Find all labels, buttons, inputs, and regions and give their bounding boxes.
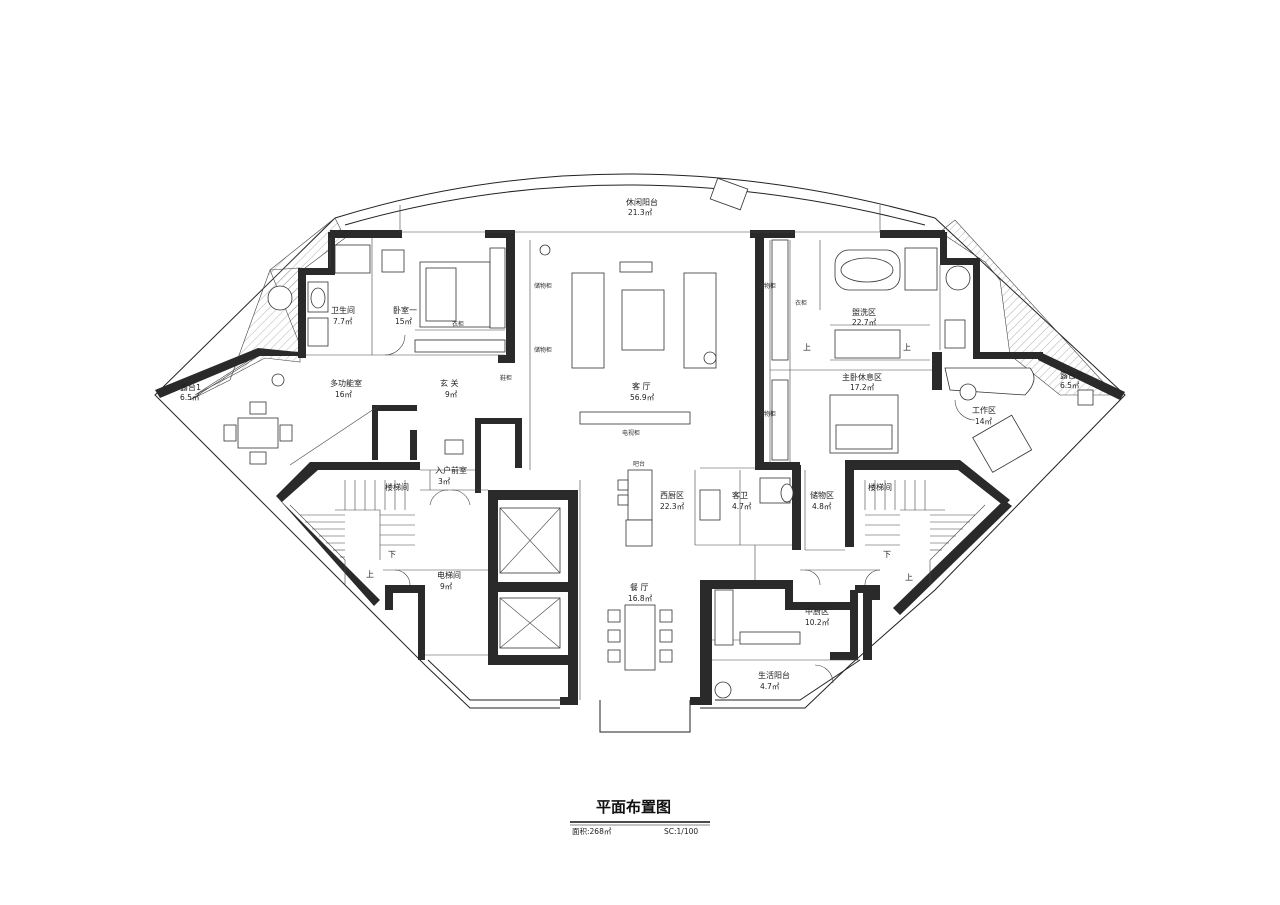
chinese-kitchen-name: 中厨区 (805, 606, 829, 616)
elev-area: 9㎡ (440, 582, 453, 591)
foyer-area: 9㎡ (445, 390, 458, 399)
stair-down-left: 下 (388, 550, 396, 559)
cabinet-label-4: 储物柜 (758, 410, 776, 418)
plan-title: 平面布置图 (596, 798, 671, 816)
shoe-cabinet-label: 鞋柜 (500, 374, 512, 382)
outer-outline (154, 173, 1126, 733)
foyer-name: 玄 关 (440, 378, 459, 388)
stair-l-name: 楼梯间 (385, 482, 409, 492)
cabinet-label-2: 储物柜 (534, 346, 552, 354)
wash-step-up-left: 上 (803, 343, 811, 352)
room-labels: 休闲阳台 21.3㎡ 卫生间 7.7㎡ 卧室一 15㎡ 多功能室 16㎡ 露台1… (180, 197, 1081, 691)
stair-up-right: 上 (905, 573, 913, 582)
bath1-area: 7.7㎡ (333, 317, 353, 326)
work-name: 工作区 (972, 405, 996, 415)
dining-area: 16.8㎡ (628, 594, 653, 603)
elevators (499, 507, 561, 649)
scale-label: SC:1/100 (664, 827, 698, 836)
elev-name: 电梯间 (437, 570, 461, 580)
interior-lines (289, 205, 941, 700)
chinese-kitchen-area: 10.2㎡ (805, 618, 830, 627)
leisure-balcony-area: 21.3㎡ (628, 208, 653, 217)
bedroom-area: 15㎡ (395, 317, 413, 326)
western-kitchen-area: 22.3㎡ (660, 502, 685, 511)
bedroom-name: 卧室一 (393, 305, 417, 315)
furniture (223, 177, 1094, 699)
walls (155, 230, 1125, 705)
stairs-right (864, 480, 986, 585)
multi-area: 16㎡ (335, 390, 353, 399)
bar-label: 吧台 (633, 460, 645, 468)
wardrobe-label-1: 衣柜 (452, 320, 464, 328)
door-arcs (384, 334, 976, 684)
entry-front-area: 3㎡ (438, 477, 451, 486)
service-balcony-name: 生活阳台 (758, 670, 790, 680)
bath1-name: 卫生间 (331, 305, 355, 315)
living-name: 客 厅 (632, 381, 651, 391)
cabinet-label-1: 储物柜 (534, 282, 552, 290)
wardrobe-label-2: 衣柜 (795, 299, 807, 307)
stairs-left (289, 480, 415, 585)
annotations: 下 上 下 上 上 上 吧台 电视柜 储物柜 储物柜 储物柜 储物柜 鞋柜 衣柜… (366, 282, 913, 582)
stair-up-left: 上 (366, 570, 374, 579)
stair-r-name: 楼梯间 (868, 482, 892, 492)
balcony1-area: 6.5㎡ (180, 393, 200, 402)
leisure-balcony-name: 休闲阳台 (626, 197, 658, 207)
cabinet-label-3: 储物柜 (758, 282, 776, 290)
wash-step-up-right: 上 (903, 343, 911, 352)
guest-bath-name: 客卫 (732, 490, 748, 500)
title-block: 平面布置图 面积:268㎡ SC:1/100 (570, 798, 710, 836)
dining-name: 餐 厅 (630, 583, 649, 592)
stair-down-right: 下 (883, 550, 891, 559)
living-area: 56.9㎡ (630, 393, 655, 402)
wash-area: 22.7㎡ (852, 318, 877, 327)
tv-cabinet-label: 电视柜 (622, 429, 640, 437)
area-label: 面积:268㎡ (572, 826, 612, 836)
storage-name: 储物区 (810, 490, 834, 500)
master-name: 主卧休息区 (842, 372, 882, 382)
entry-front-name: 入户前室 (435, 465, 467, 475)
western-kitchen-name: 西厨区 (660, 491, 684, 500)
balcony2-name: 露台2 (1060, 370, 1081, 380)
service-balcony-area: 4.7㎡ (760, 682, 780, 691)
storage-area: 4.8㎡ (812, 502, 832, 511)
guest-bath-area: 4.7㎡ (732, 502, 752, 511)
master-area: 17.2㎡ (850, 383, 875, 392)
wash-name: 盥洗区 (852, 307, 876, 317)
work-area: 14㎡ (975, 417, 993, 426)
balcony1-name: 露台1 (180, 382, 201, 392)
multi-name: 多功能室 (330, 378, 362, 388)
balcony2-area: 6.5㎡ (1060, 381, 1080, 390)
